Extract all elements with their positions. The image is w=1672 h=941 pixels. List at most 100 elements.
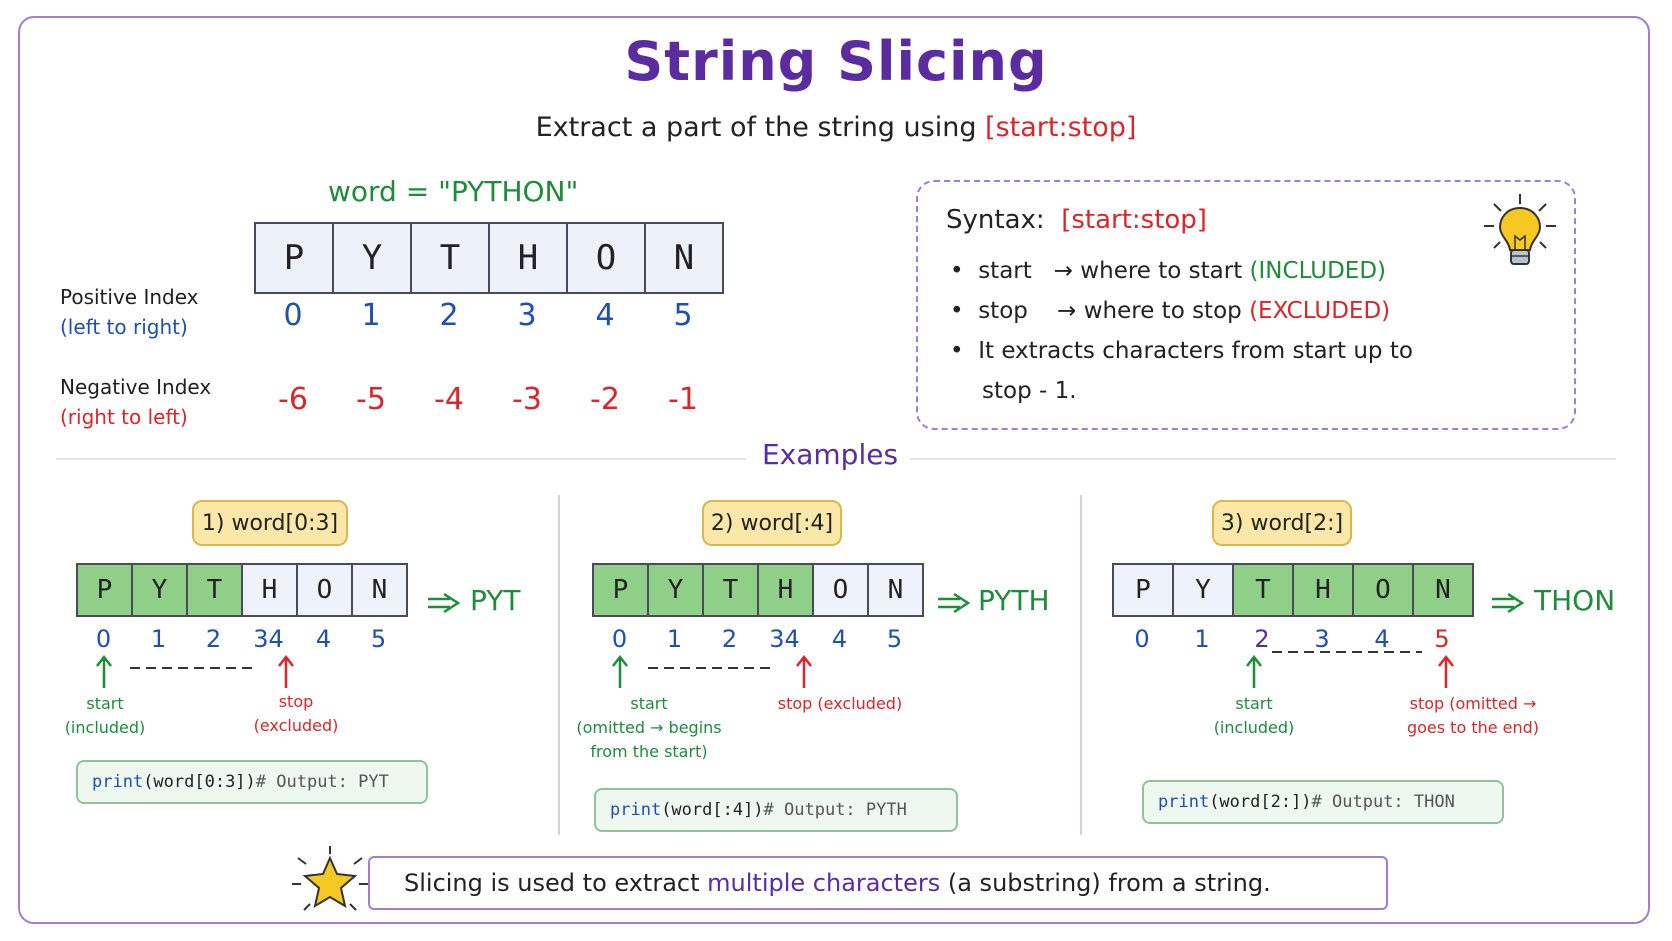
examples-title: Examples xyxy=(761,438,899,471)
example-1-badge: 1) word[0:3] xyxy=(192,500,348,546)
example-2-badge: 2) word[:4] xyxy=(702,500,842,546)
lightbulb-icon xyxy=(1484,194,1556,265)
subtitle-highlight: [start:stop] xyxy=(985,112,1137,143)
letter-cell: N xyxy=(644,222,724,294)
letter-cell: H xyxy=(1292,563,1354,617)
divider-right xyxy=(910,458,1616,460)
arrow-up-icon xyxy=(796,654,812,688)
letter-cell: O xyxy=(296,563,353,617)
negative-index-value: -6 xyxy=(278,382,308,417)
positive-index-value: 5 xyxy=(673,298,693,333)
example-2-start-label: start (omitted → begins from the start) xyxy=(576,694,722,761)
positive-index-row: 0 1 2 3 4 5 xyxy=(254,298,722,333)
syntax-note-continued: stop - 1. xyxy=(982,378,1077,404)
index-value: 2 xyxy=(721,625,738,653)
index-value: 0 xyxy=(611,625,628,653)
example-3-code: print(word[2:]) # Output: THON xyxy=(1142,780,1504,824)
letter-cell: P xyxy=(254,222,334,294)
positive-index-value: 0 xyxy=(283,298,303,333)
positive-index-value: 3 xyxy=(517,298,537,333)
word-definition: word = "PYTHON" xyxy=(328,175,579,208)
syntax-note: • It extracts characters from start up t… xyxy=(950,338,1413,364)
example-1-code: print(word[0:3]) # Output: PYT xyxy=(76,760,428,804)
subtitle-text: Extract a part of the string using xyxy=(535,112,986,143)
letter-cell: T xyxy=(410,222,490,294)
index-value: 0 xyxy=(95,625,112,653)
double-arrow-right-icon xyxy=(1492,592,1525,614)
index-value: 1 xyxy=(150,625,167,653)
negative-index-value: -5 xyxy=(356,382,386,417)
syntax-item-stop: • stop → where to stop (EXCLUDED) xyxy=(950,298,1391,324)
positive-index-value: 1 xyxy=(361,298,381,333)
letter-cell: Y xyxy=(131,563,188,617)
index-value: 1 xyxy=(1194,625,1210,653)
example-2-indices: 0 1 2 34 4 5 xyxy=(592,625,922,653)
letter-cell: P xyxy=(76,563,133,617)
letter-cell: N xyxy=(867,563,924,617)
index-value: 5 xyxy=(886,625,903,653)
index-value: 0 xyxy=(1134,625,1150,653)
example-1-indices: 0 1 2 34 4 5 xyxy=(76,625,406,653)
letter-cell: O xyxy=(812,563,869,617)
letter-cell: N xyxy=(351,563,408,617)
letter-cell: H xyxy=(241,563,298,617)
example-1-result: PYT xyxy=(470,584,521,617)
index-value: 34 xyxy=(253,625,284,653)
double-arrow-right-icon xyxy=(428,592,461,614)
positive-index-value: 4 xyxy=(595,298,615,333)
letter-cell: T xyxy=(186,563,243,617)
star-icon xyxy=(292,846,368,911)
index-value: 4 xyxy=(315,625,332,653)
letter-cell: H xyxy=(757,563,814,617)
example-3-indices: 0 1 2 3 4 5 xyxy=(1112,625,1472,653)
letter-cell: O xyxy=(566,222,646,294)
example-1-cells: P Y T H O N xyxy=(76,563,408,617)
arrow-up-icon xyxy=(96,654,112,688)
letter-cell: P xyxy=(592,563,649,617)
letter-cell: O xyxy=(1352,563,1414,617)
arrow-up-icon xyxy=(1438,654,1454,688)
arrow-up-icon xyxy=(278,654,294,688)
syntax-heading: Syntax: [start:stop] xyxy=(946,205,1207,235)
negative-index-label: Negative Index (right to left) xyxy=(60,375,212,429)
index-value: 5 xyxy=(370,625,387,653)
example-3-cells: P Y T H O N xyxy=(1112,563,1474,617)
range-dashes xyxy=(648,667,776,669)
divider-left xyxy=(56,458,746,460)
index-value: 1 xyxy=(666,625,683,653)
example-2-result: PYTH xyxy=(978,584,1050,617)
negative-index-value: -4 xyxy=(434,382,464,417)
index-value: 2 xyxy=(1254,625,1270,653)
positive-index-label: Positive Index (left to right) xyxy=(60,285,199,339)
subtitle: Extract a part of the string using [star… xyxy=(0,112,1672,143)
page-title: String Slicing xyxy=(624,30,1048,93)
index-value: 5 xyxy=(1434,625,1450,653)
example-1-start-label: start (included) xyxy=(64,694,146,737)
letter-cell: Y xyxy=(1172,563,1234,617)
double-arrow-right-icon xyxy=(938,592,971,614)
letter-cell: Y xyxy=(647,563,704,617)
range-dashes xyxy=(130,667,258,669)
negative-index-value: -2 xyxy=(590,382,620,417)
example-separator xyxy=(558,495,560,835)
letter-cell: N xyxy=(1412,563,1474,617)
example-separator xyxy=(1080,495,1082,835)
example-3-stop-label: stop (omitted → goes to the end) xyxy=(1406,694,1540,737)
range-dashes xyxy=(1272,651,1422,653)
example-1-stop-label: stop (excluded) xyxy=(253,692,339,735)
index-value: 3 xyxy=(1314,625,1330,653)
positive-index-value: 2 xyxy=(439,298,459,333)
arrow-up-icon xyxy=(1246,654,1262,688)
page-frame xyxy=(18,16,1650,924)
example-3-result: THON xyxy=(1534,584,1616,617)
negative-index-row: -6 -5 -4 -3 -2 -1 xyxy=(254,382,722,417)
letter-cell: H xyxy=(488,222,568,294)
index-value: 4 xyxy=(831,625,848,653)
example-2-stop-label: stop (excluded) xyxy=(777,694,903,713)
example-3-badge: 3) word[2:] xyxy=(1212,500,1352,546)
index-value: 2 xyxy=(205,625,222,653)
example-3-start-label: start (included) xyxy=(1213,694,1295,737)
example-2-code: print(word[:4]) # Output: PYTH xyxy=(594,788,958,832)
syntax-item-start: • start → where to start (INCLUDED) xyxy=(950,258,1386,284)
main-string-cells: P Y T H O N xyxy=(254,222,724,294)
